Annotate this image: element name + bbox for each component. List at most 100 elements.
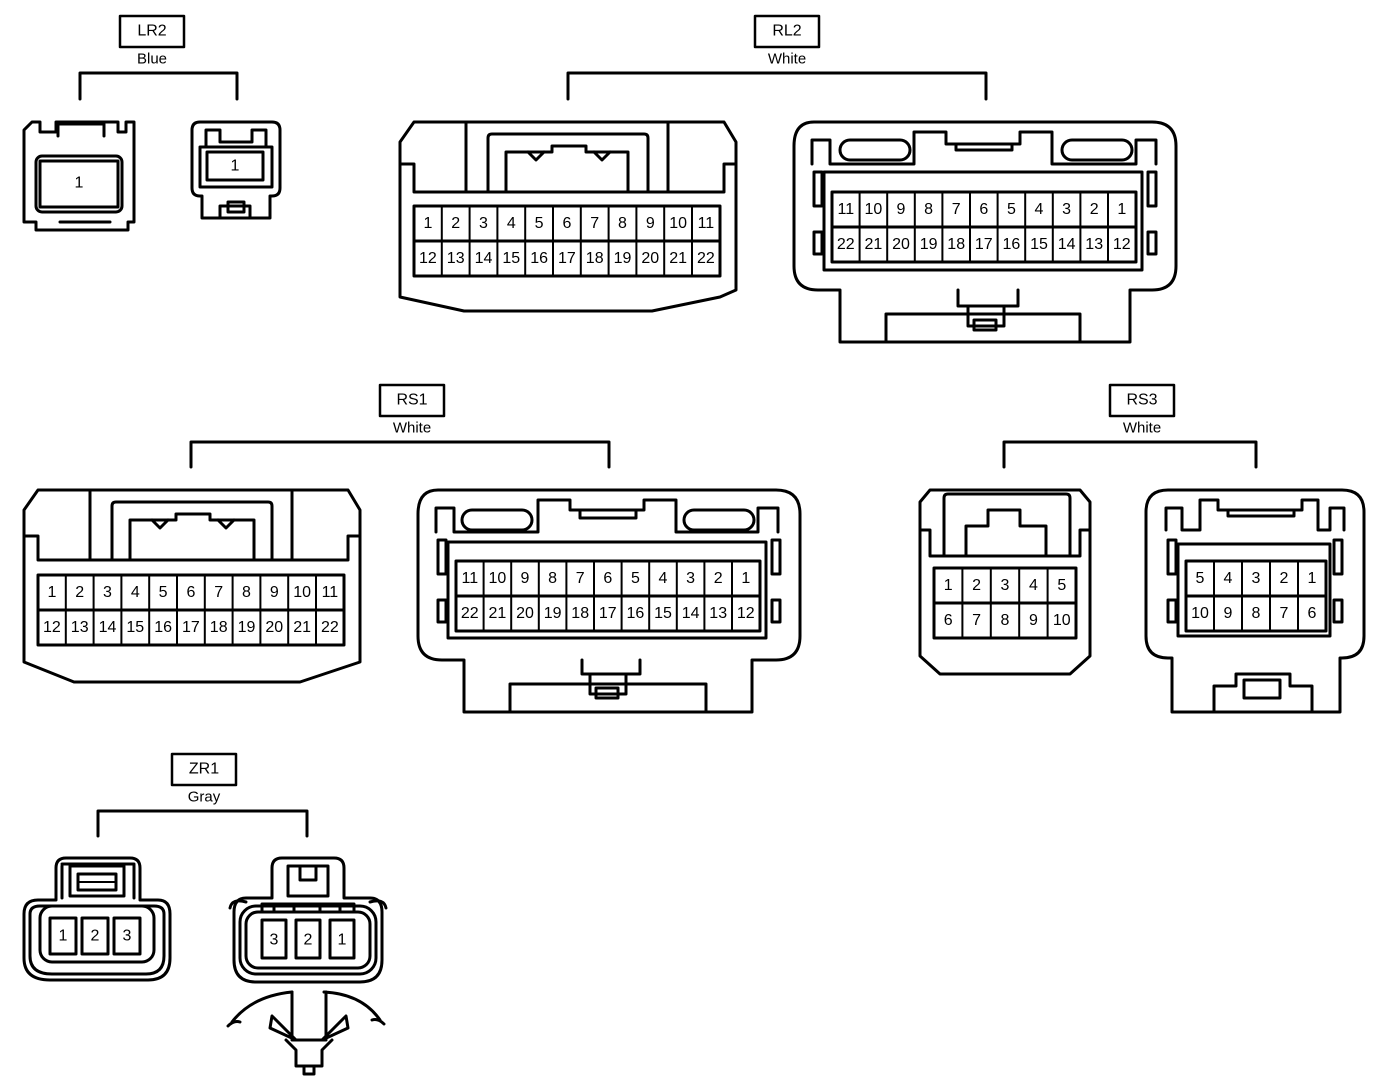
pin-number: 12 (419, 250, 437, 267)
pin-number: 9 (270, 584, 279, 601)
connector-group-lr2 (22, 14, 282, 232)
pin-number: 22 (837, 236, 855, 253)
pin-number: 2 (1280, 570, 1289, 587)
pin-number: 1 (1308, 570, 1317, 587)
connector-code: LR2 (137, 23, 166, 40)
connector-color: Blue (137, 51, 167, 68)
lr2-left-connector (22, 120, 136, 232)
pin-number: 17 (558, 250, 576, 267)
pin-number: 13 (709, 605, 727, 622)
pin-number: 1 (423, 215, 432, 232)
pin-number: 19 (238, 619, 256, 636)
pin-number: 18 (210, 619, 228, 636)
pin-number: 5 (159, 584, 168, 601)
pin-number: 14 (682, 605, 700, 622)
pin-number: 1 (944, 577, 953, 594)
lr2-code-box (118, 14, 186, 49)
pin-number: 9 (521, 570, 530, 587)
pin-number: 3 (686, 570, 695, 587)
pin-number: 3 (1001, 577, 1010, 594)
pin-number: 10 (669, 215, 687, 232)
connector-code: RS1 (396, 392, 427, 409)
pin-number: 14 (1058, 236, 1076, 253)
pin-number: 5 (1007, 201, 1016, 218)
pin-number: 7 (214, 584, 223, 601)
pin-number: 12 (1113, 236, 1131, 253)
pin-number: 20 (641, 250, 659, 267)
pin-number: 3 (103, 584, 112, 601)
pin-number: 2 (714, 570, 723, 587)
pin-number: 8 (242, 584, 251, 601)
pin-number: 10 (489, 570, 507, 587)
pin-number: 13 (447, 250, 465, 267)
pin-number: 6 (979, 201, 988, 218)
pin-number: 1 (231, 158, 240, 175)
zr1-right-connector (226, 856, 388, 1076)
rs1-right-connector (416, 488, 802, 714)
rl2-bracket (566, 71, 988, 101)
pin-number: 8 (1252, 605, 1261, 622)
pin-number: 18 (571, 605, 589, 622)
pin-number: 2 (451, 215, 460, 232)
pin-number: 15 (654, 605, 672, 622)
pin-number: 19 (920, 236, 938, 253)
pin-number: 9 (897, 201, 906, 218)
pin-number: 11 (322, 584, 339, 601)
pin-number: 1 (741, 570, 750, 587)
lr2-bracket (78, 71, 239, 101)
pin-number: 8 (1001, 612, 1010, 629)
pin-number: 12 (737, 605, 755, 622)
pin-number: 3 (270, 932, 279, 949)
pin-number: 1 (1117, 201, 1126, 218)
pin-number: 22 (461, 605, 479, 622)
connector-group-rs1 (22, 383, 802, 714)
pin-number: 2 (972, 577, 981, 594)
pin-number: 1 (75, 175, 84, 192)
pin-number: 1 (59, 928, 68, 945)
pin-number: 21 (669, 250, 687, 267)
pin-number: 16 (1003, 236, 1021, 253)
pin-number: 6 (562, 215, 571, 232)
pin-number: 21 (293, 619, 311, 636)
pin-number: 4 (659, 570, 668, 587)
pin-number: 22 (697, 250, 715, 267)
pin-number: 20 (516, 605, 534, 622)
pin-number: 11 (698, 215, 715, 232)
pin-number: 3 (1252, 570, 1261, 587)
connector-color: White (393, 420, 431, 437)
pin-number: 7 (576, 570, 585, 587)
rs1-bracket (189, 440, 611, 469)
pin-number: 7 (1280, 605, 1289, 622)
pin-number: 10 (1053, 612, 1071, 629)
pin-number: 22 (321, 619, 339, 636)
pin-number: 17 (182, 619, 200, 636)
pin-number: 15 (1030, 236, 1048, 253)
rs1-left-connector (22, 488, 362, 684)
pin-number: 15 (126, 619, 144, 636)
pin-number: 6 (944, 612, 953, 629)
pin-number: 3 (479, 215, 488, 232)
rl2-code-box (753, 14, 821, 49)
pin-number: 11 (461, 570, 478, 587)
lr2-right-connector (190, 120, 282, 220)
connector-code: RL2 (772, 23, 801, 40)
pin-number: 9 (646, 215, 655, 232)
connector-group-rl2 (398, 14, 1178, 344)
pin-number: 4 (1224, 570, 1233, 587)
pin-number: 16 (154, 619, 172, 636)
pin-number: 16 (530, 250, 548, 267)
pin-number: 8 (618, 215, 627, 232)
pin-number: 3 (1062, 201, 1071, 218)
pin-number: 1 (338, 932, 347, 949)
pin-number: 15 (502, 250, 520, 267)
pin-number: 9 (1029, 612, 1038, 629)
pin-number: 2 (75, 584, 84, 601)
pin-number: 7 (590, 215, 599, 232)
pin-number: 5 (1057, 577, 1066, 594)
pin-number: 4 (1029, 577, 1038, 594)
rs3-code-box (1108, 383, 1176, 418)
connector-group-rs3 (918, 383, 1366, 714)
pin-number: 5 (535, 215, 544, 232)
pin-number: 12 (43, 619, 61, 636)
